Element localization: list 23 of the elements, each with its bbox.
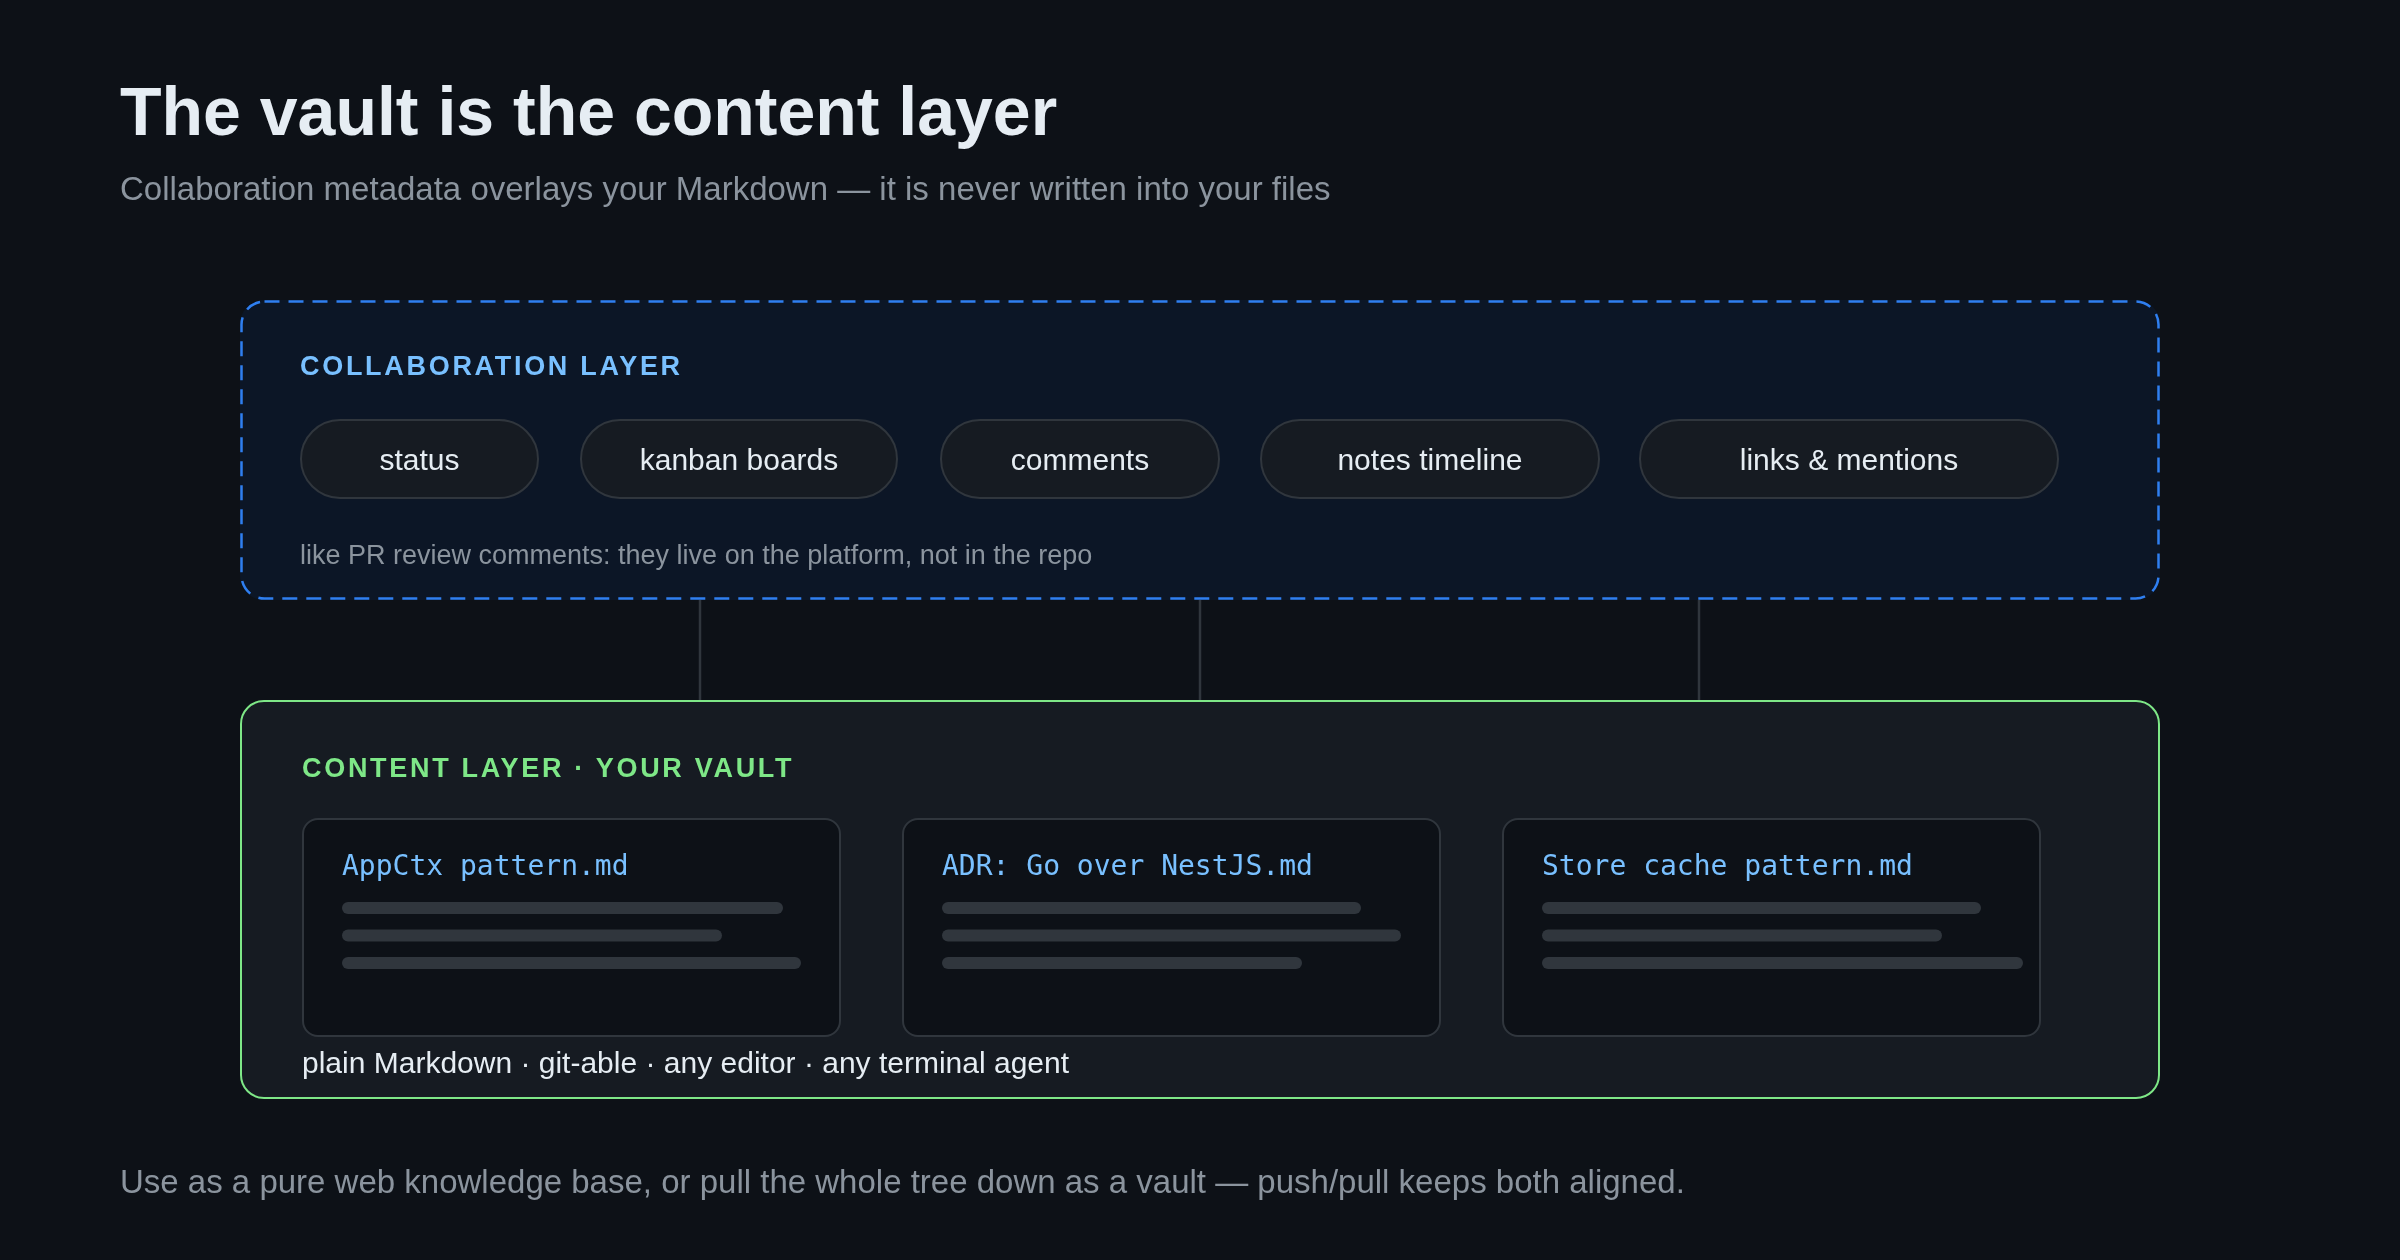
file-name: ADR: Go over NestJS.md [942, 849, 1313, 883]
file-card [302, 818, 841, 1037]
panel-heading: COLLABORATION LAYER [300, 350, 683, 383]
feature-pill: links & mentions [1639, 419, 2059, 499]
feature-pill: notes timeline [1260, 419, 1600, 499]
page-title: The vault is the content layer [120, 72, 1058, 151]
file-name: Store cache pattern.md [1542, 849, 1913, 883]
feature-pill: comments [940, 419, 1220, 499]
connector-line [698, 600, 702, 700]
dashed-layer-panel [240, 300, 2160, 600]
connector-line [1697, 600, 1701, 700]
panel-note: like PR review comments: they live on the platform, not in the repo [300, 539, 1093, 572]
file-name: AppCtx pattern.md [342, 849, 629, 883]
subtitle: Collaboration metadata overlays your Markdown — it is never written into your files [120, 169, 1331, 209]
feature-pill: kanban boards [580, 419, 898, 499]
panel-heading: CONTENT LAYER · YOUR VAULT [302, 752, 795, 785]
file-card [902, 818, 1441, 1037]
layer-panel [240, 700, 2160, 1099]
footnote: Use as a pure web knowledge base, or pull the whole tree down as a vault — push/pull keeps both aligned. [120, 1162, 1685, 1202]
panel-note: plain Markdown · git-able · any editor · any terminal agent [302, 1045, 1070, 1081]
feature-pill: status [300, 419, 539, 499]
file-card [1502, 818, 2041, 1037]
connector-line [1198, 600, 1202, 700]
